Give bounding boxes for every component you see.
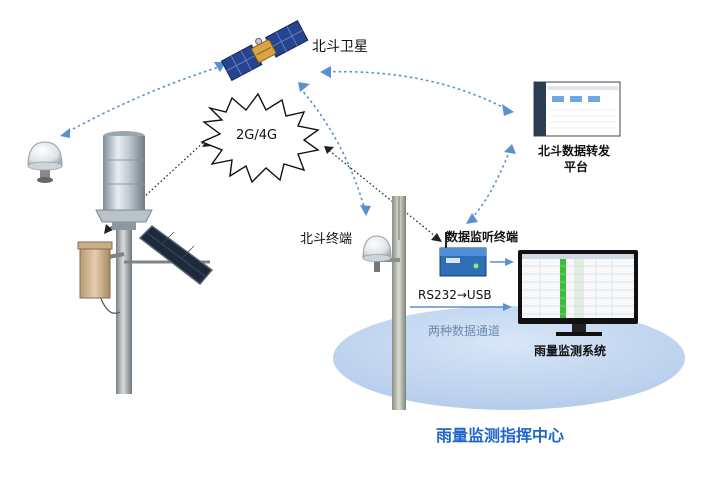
satellite-label: 北斗卫星 <box>312 39 368 55</box>
monitor-icon <box>518 250 638 336</box>
link-platform-to-terminal <box>469 149 511 221</box>
rs232-usb-label: RS232→USB <box>418 288 492 302</box>
gps-antenna-icon <box>27 141 63 183</box>
network-label: 2G/4G <box>236 128 278 143</box>
beidou-terminal-label: 北斗终端 <box>300 232 353 247</box>
link-satellite-to-platform <box>321 70 509 111</box>
rain-system-label: 雨量监测系统 <box>534 344 607 358</box>
data-terminal-icon <box>439 232 487 277</box>
solar-panel-icon <box>138 225 214 285</box>
two-channels-label: 两种数据通道 <box>428 324 501 338</box>
listening-terminal-label: 数据监听终端 <box>446 230 519 244</box>
beidou-antenna-icon <box>362 235 392 272</box>
platform-label-line1: 北斗数据转发 <box>538 144 611 158</box>
cloud-burst-icon <box>200 92 320 184</box>
link-satellite-to-gps-antenna <box>63 65 223 135</box>
control-box-icon <box>77 241 113 299</box>
link-arrowheads <box>60 62 516 224</box>
command-center-label: 雨量监测指挥中心 <box>436 426 565 445</box>
rain-gauge-icon <box>81 131 210 394</box>
platform-screen-icon <box>533 81 621 137</box>
platform-label-line2: 平台 <box>564 160 589 174</box>
satellite-links <box>63 65 511 221</box>
link-satellite-to-beidou-terminal <box>299 87 366 211</box>
satellite-icon <box>220 20 309 82</box>
